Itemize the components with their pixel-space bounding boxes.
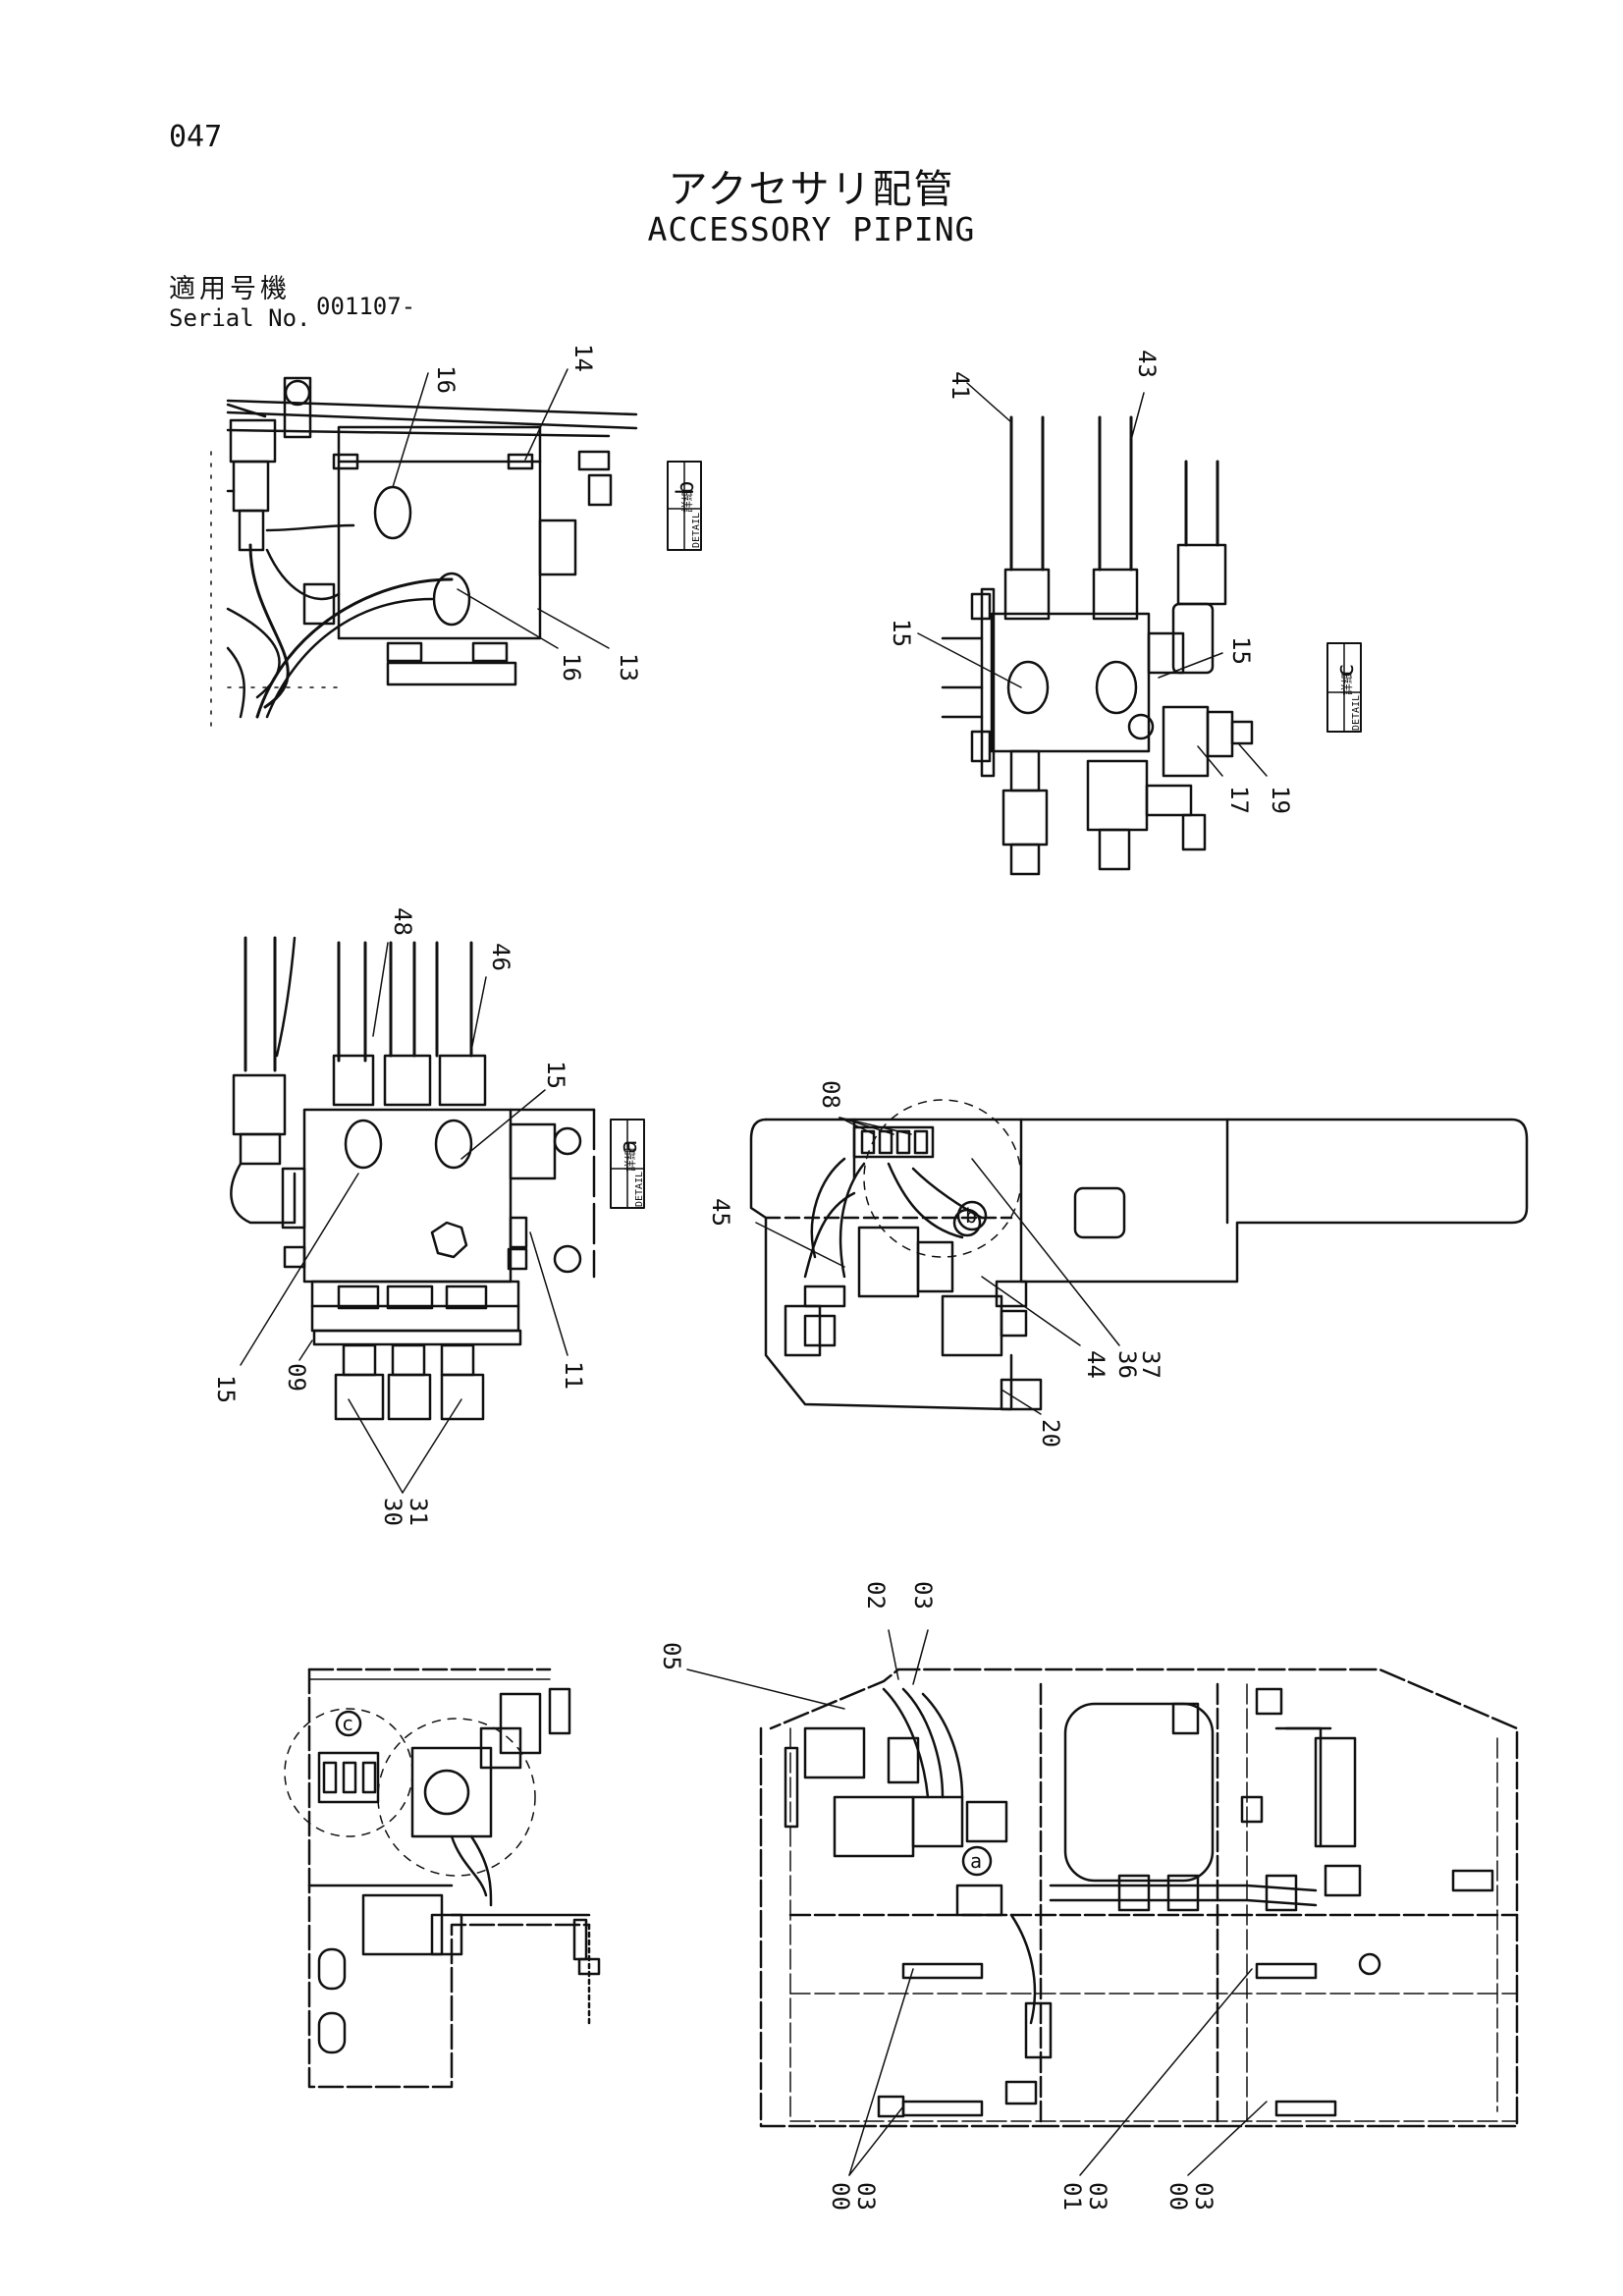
callout-01: 01	[1058, 2182, 1086, 2211]
detail-c-view	[917, 382, 1268, 876]
callout-30: 30	[379, 1498, 406, 1526]
callout-09: 09	[283, 1363, 310, 1392]
detail-tag-a-jp: 詳細	[622, 1148, 637, 1172]
title-english: ACCESSORY PIPING	[647, 210, 976, 248]
callout-14: 14	[569, 344, 597, 372]
callout-19: 19	[1267, 786, 1294, 814]
callout-03: 03	[1084, 2182, 1111, 2211]
detail-tag-c-letter: c	[1331, 664, 1359, 678]
callout-16: 16	[432, 365, 460, 394]
callout-05: 05	[658, 1642, 685, 1670]
callout-15: 15	[1227, 636, 1255, 665]
callout-c: c	[342, 1712, 353, 1735]
detail-a-view	[230, 936, 596, 1494]
detail-b-view	[210, 368, 638, 728]
detail-tag-c-en: DETAIL	[1351, 695, 1362, 731]
callout-41: 41	[947, 371, 974, 400]
page-number: 047	[169, 120, 223, 154]
callout-03: 03	[1190, 2182, 1217, 2211]
title-japanese: アクセサリ配管	[668, 167, 955, 212]
detail-tag-b	[667, 461, 702, 551]
detail-tag-b-en: DETAIL	[691, 513, 702, 548]
detail-tag-c-jp: 詳細	[1339, 672, 1354, 695]
lower-right-assembly-view	[686, 1629, 1519, 2176]
detail-tag-a-letter: a	[615, 1140, 642, 1154]
callout-17: 17	[1225, 786, 1253, 814]
callout-20: 20	[1037, 1419, 1064, 1448]
detail-tag-c	[1326, 642, 1362, 733]
callout-00: 00	[1164, 2182, 1192, 2211]
serial-label-japanese: 適用号機	[169, 274, 291, 304]
serial-label-english: Serial No.	[169, 304, 311, 332]
detail-tag-a	[610, 1119, 645, 1209]
callout-08: 08	[817, 1080, 844, 1109]
callout-36: 36	[1113, 1350, 1141, 1379]
callout-13: 13	[615, 653, 642, 682]
serial-number-value: 001107-	[316, 293, 416, 320]
callout-15: 15	[888, 619, 915, 647]
callout-02: 02	[862, 1581, 890, 1610]
callout-16: 16	[558, 653, 585, 682]
lower-left-assembly-view	[284, 1667, 601, 2089]
callout-15: 15	[212, 1375, 240, 1403]
callout-45: 45	[707, 1198, 734, 1227]
callout-43: 43	[1133, 350, 1161, 378]
callout-03: 03	[852, 2182, 880, 2211]
callout-37: 37	[1137, 1350, 1164, 1379]
callout-46: 46	[487, 943, 514, 971]
detail-tag-a-en: DETAIL	[634, 1172, 645, 1207]
callout-b: b	[965, 1204, 977, 1228]
callout-00: 00	[827, 2182, 854, 2211]
detail-tag-b-letter: b	[672, 481, 699, 495]
callout-03: 03	[909, 1581, 937, 1610]
callout-15: 15	[542, 1061, 569, 1089]
callout-44: 44	[1082, 1350, 1109, 1379]
callout-48: 48	[389, 907, 416, 936]
middle-assembly-view	[749, 1099, 1529, 1415]
callout-11: 11	[560, 1361, 587, 1390]
callout-a: a	[970, 1849, 982, 1873]
callout-31: 31	[405, 1498, 432, 1526]
detail-tag-b-jp: 詳細	[679, 489, 694, 513]
